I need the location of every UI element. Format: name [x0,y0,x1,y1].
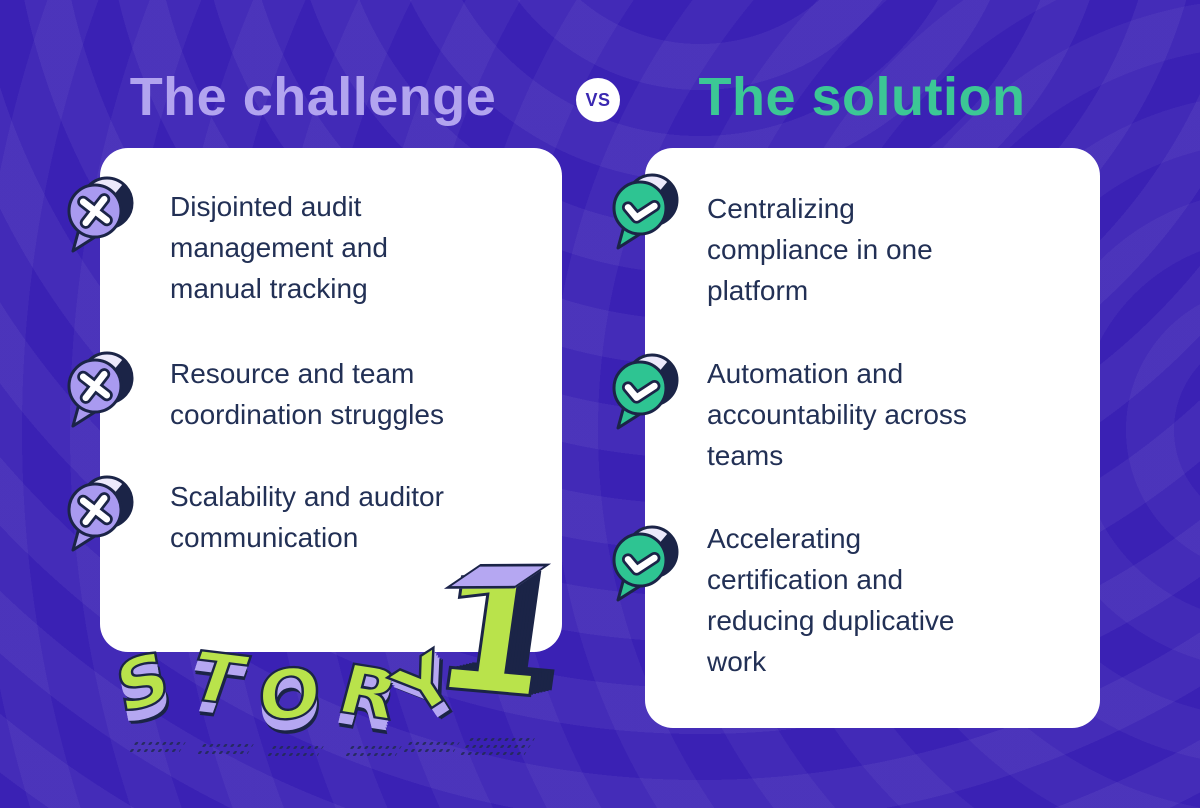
solution-item: Automation and accountability across tea… [707,353,1067,476]
plus-speech-bubble-icon [64,348,136,432]
story-letter: O [257,651,322,740]
item-line: manual tracking [170,273,368,304]
item-line: work [707,646,767,677]
item-line: Scalability and auditor [170,481,444,512]
dot-shadow [263,744,325,760]
challenge-item: Resource and team coordination struggles [170,353,550,435]
item-line: platform [707,275,809,306]
dot-shadow [193,742,255,758]
item-line: Centralizing [707,193,855,224]
challenge-item: Disjointed audit management and manual t… [170,186,550,309]
item-line: compliance in one [707,234,933,265]
dot-shadow [125,740,187,756]
vs-label: VS [585,89,611,110]
plus-speech-bubble-icon [64,173,136,257]
solution-title: The solution [698,67,1026,127]
challenge-title: The challenge [129,67,497,127]
item-line: certification and [707,564,904,595]
dot-shadow [457,736,537,756]
item-line: management and [170,232,388,263]
plus-speech-bubble-icon [64,472,136,556]
check-speech-bubble-icon [609,522,681,606]
item-line: teams [707,440,784,471]
item-line: Disjointed audit [170,191,362,222]
story-number: 1 [422,537,564,736]
check-speech-bubble-icon [609,350,681,434]
dot-shadow [399,740,461,756]
solution-item: Centralizing compliance in one platform [707,188,1067,311]
item-line: Automation and [707,358,904,389]
vs-badge: VS [576,78,620,122]
item-line: Resource and team [170,358,415,389]
challenge-item: Scalability and auditor communication [170,476,550,558]
item-line: Accelerating [707,523,862,554]
solution-item: Accelerating certification and reducing … [707,518,1067,682]
item-line: communication [170,522,359,553]
item-line: coordination struggles [170,399,444,430]
dot-shadow [341,744,403,760]
item-line: accountability across [707,399,967,430]
check-speech-bubble-icon [609,170,681,254]
solution-card: Centralizing compliance in one platform … [612,148,1100,728]
item-line: reducing duplicative [707,605,955,636]
challenge-card: Disjointed audit management and manual t… [67,148,562,652]
